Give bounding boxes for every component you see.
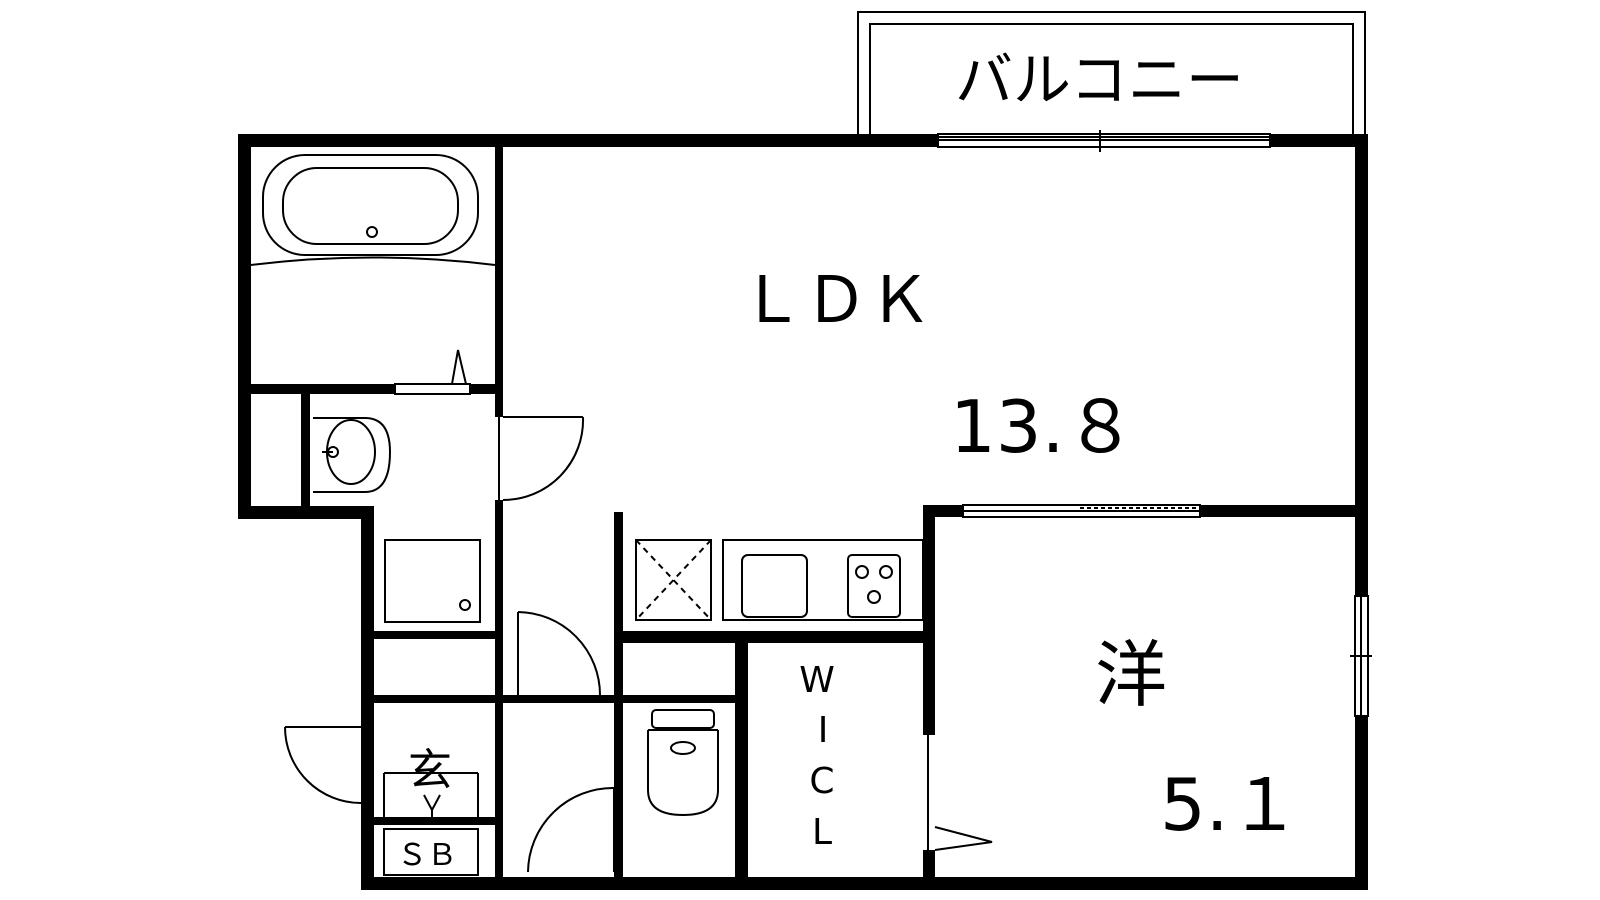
washroom-door	[498, 416, 585, 501]
balcony-window	[937, 130, 1271, 152]
sliding-door-western	[962, 504, 1201, 518]
western-room-door	[927, 735, 993, 851]
toilet-door	[527, 786, 615, 873]
hall-door	[517, 611, 601, 696]
toilet	[647, 709, 719, 817]
washbasin	[313, 417, 392, 493]
entrance-step	[383, 772, 479, 817]
kitchen-counter	[635, 539, 924, 621]
entrance-label: 玄	[408, 745, 452, 796]
bathroom-door	[394, 349, 471, 395]
wic-letter-l: L	[812, 812, 832, 853]
ldk-label: ＬＤＫ	[740, 264, 932, 338]
exterior-walls	[238, 134, 1368, 890]
western-room-size: 5.１	[1160, 763, 1301, 847]
western-window	[1350, 595, 1372, 717]
wic-letter-i: I	[818, 710, 829, 751]
walk-in-closet-label: W I C L	[799, 660, 835, 853]
balcony-label: バルコニー	[955, 46, 1244, 114]
washing-machine-pan	[384, 539, 481, 623]
interior-walls	[238, 147, 1368, 877]
balcony	[857, 11, 1366, 138]
bathtub	[250, 154, 496, 266]
western-room-label: 洋	[1095, 633, 1167, 717]
ldk-size: 13.８	[950, 385, 1137, 469]
wic-letter-c: C	[809, 761, 834, 802]
entrance-door	[284, 726, 368, 804]
shoe-box	[383, 828, 479, 876]
wic-letter-w: W	[799, 660, 835, 701]
shoe-box-label: ＳＢ	[397, 838, 457, 873]
